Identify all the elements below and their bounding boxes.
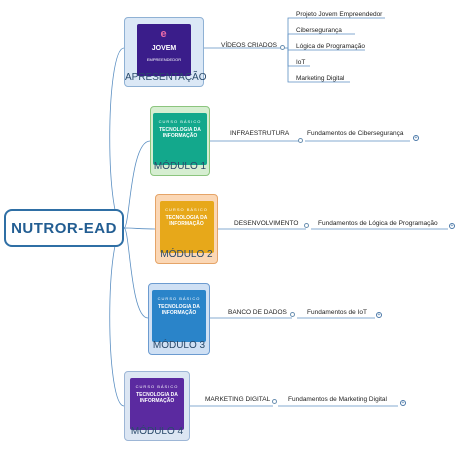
node-modulo-4[interactable]: CURSO BÁSICO TECNOLOGIA DA INFORMAÇÃO MÓ…	[124, 371, 190, 441]
expand-icon[interactable]: +	[449, 223, 455, 229]
thumb-title: TECNOLOGIA DA INFORMAÇÃO	[159, 127, 201, 139]
thumb-top: CURSO BÁSICO	[158, 119, 202, 124]
thumb-title: TECNOLOGIA DA INFORMAÇÃO	[158, 304, 200, 316]
node-modulo-1[interactable]: CURSO BÁSICO TECNOLOGIA DA INFORMAÇÃO MÓ…	[150, 106, 210, 176]
node-caption: APRESENTAÇÃO	[125, 72, 207, 83]
root-label: NUTROR-EAD	[11, 219, 117, 237]
thumbnail-image: CURSO BÁSICO TECNOLOGIA DA INFORMAÇÃO	[153, 113, 207, 165]
thumb-title: TECNOLOGIA DA INFORMAÇÃO	[165, 215, 208, 227]
node-apresentacao[interactable]: e JOVEM EMPREENDEDOR APRESENTAÇÃO	[124, 17, 207, 87]
thumbnail-image: CURSO BÁSICO TECNOLOGIA DA INFORMAÇÃO	[130, 378, 184, 430]
node-caption: MÓDULO 2	[160, 249, 213, 260]
thumbnail-image: CURSO BÁSICO TECNOLOGIA DA INFORMAÇÃO	[159, 201, 214, 253]
thumb-sub: EMPREENDEDOR	[146, 57, 182, 62]
node-modulo-2[interactable]: CURSO BÁSICO TECNOLOGIA DA INFORMAÇÃO MÓ…	[155, 194, 218, 264]
expand-icon[interactable]: +	[376, 312, 382, 318]
collapse-icon[interactable]	[304, 223, 309, 228]
child-item[interactable]: Fundamentos de Marketing Digital	[288, 396, 387, 403]
thumb-top: CURSO BÁSICO	[165, 207, 208, 212]
thumb-top: CURSO BÁSICO	[157, 296, 201, 301]
collapse-icon[interactable]	[290, 312, 295, 317]
branch-label[interactable]: MARKETING DIGITAL	[205, 396, 271, 403]
expand-icon[interactable]: +	[413, 135, 419, 141]
thumbnail-image: e JOVEM EMPREENDEDOR	[137, 24, 191, 76]
node-modulo-3[interactable]: CURSO BÁSICO TECNOLOGIA DA INFORMAÇÃO MÓ…	[148, 283, 210, 355]
thumbnail-image: CURSO BÁSICO TECNOLOGIA DA INFORMAÇÃO	[152, 290, 206, 342]
branch-label[interactable]: DESENVOLVIMENTO	[234, 220, 299, 227]
thumb-title: TECNOLOGIA DA INFORMAÇÃO	[136, 392, 178, 404]
branch-label[interactable]: BANCO DE DADOS	[228, 309, 287, 316]
branch-label[interactable]: VÍDEOS CRIADOS	[221, 42, 277, 49]
child-item[interactable]: IoT	[296, 59, 306, 66]
expand-icon[interactable]: +	[400, 400, 406, 406]
child-item[interactable]: Cibersegurança	[296, 27, 342, 34]
child-item[interactable]: Fundamentos de Lógica de Programação	[318, 220, 438, 227]
child-item[interactable]: Fundamentos de Cibersegurança	[307, 130, 404, 137]
child-item[interactable]: Marketing Digital	[296, 75, 345, 82]
child-item[interactable]: Lógica de Programação	[296, 43, 366, 50]
branch-label[interactable]: INFRAESTRUTURA	[230, 130, 290, 137]
collapse-icon[interactable]	[272, 399, 277, 404]
node-caption: MÓDULO 1	[153, 161, 207, 172]
child-item[interactable]: Fundamentos de IoT	[307, 309, 367, 316]
thumb-top: CURSO BÁSICO	[135, 384, 179, 389]
collapse-icon[interactable]	[298, 138, 303, 143]
node-caption: MÓDULO 3	[152, 340, 206, 351]
thumb-title: JOVEM	[151, 45, 177, 52]
node-caption: MÓDULO 4	[130, 426, 184, 437]
child-item[interactable]: Projeto Jovem Empreendedor	[296, 11, 383, 18]
collapse-icon[interactable]	[280, 45, 285, 50]
root-node[interactable]: NUTROR-EAD	[4, 209, 124, 247]
